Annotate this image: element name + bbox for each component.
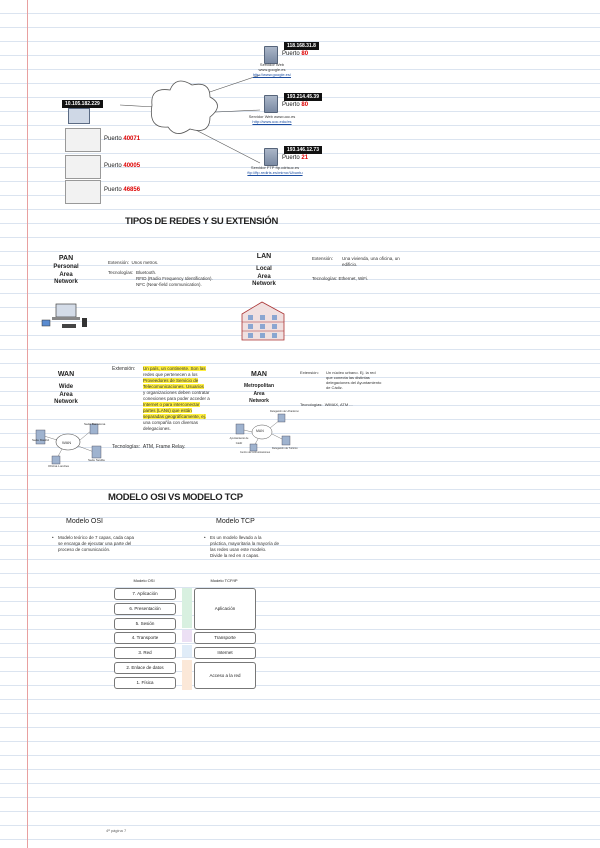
tcp-col-header: Modelo TCP/IP bbox=[210, 578, 238, 583]
server-icon bbox=[264, 148, 278, 166]
osi-layer: 2. Enlace de datos bbox=[114, 662, 176, 674]
cloud-icon bbox=[150, 80, 218, 134]
client-port: Puerto 40071 bbox=[104, 136, 141, 142]
client-pc-icon bbox=[68, 108, 90, 124]
man-diagram-icon bbox=[235, 413, 291, 452]
building-icon bbox=[241, 301, 285, 341]
osi-layer: 7. Aplicación bbox=[114, 588, 176, 600]
osi-heading: Modelo OSI bbox=[66, 518, 103, 525]
osi-col-header: Modelo OSI bbox=[133, 578, 155, 583]
man-diagram-label: Delegación de Turismo bbox=[272, 447, 298, 450]
wan-diagram-label: WAN bbox=[62, 440, 72, 445]
wan-diagram-icon bbox=[35, 423, 102, 465]
client-ip-badge: 10.105.182.229 bbox=[62, 100, 103, 108]
osi-layer: 3. Red bbox=[114, 647, 176, 659]
network-connections bbox=[119, 74, 261, 164]
osi-layer: 4. Transporte bbox=[114, 632, 176, 644]
man-diagram-label: Delegación de Urbanismo bbox=[270, 410, 299, 413]
section-title: MODELO OSI VS MODELO TCP bbox=[108, 492, 243, 503]
wan-diagram-label: Sede Sevilla bbox=[88, 458, 105, 462]
server-ip-badge: 193.214.45.39 bbox=[284, 93, 322, 101]
pan-extension: Extensión: Unos metros. bbox=[108, 260, 159, 265]
server-icon bbox=[264, 95, 278, 113]
server-link[interactable]: http://www.uoc.edu/es bbox=[252, 119, 292, 124]
client-port: Puerto 40005 bbox=[104, 163, 141, 169]
tcp-heading: Modelo TCP bbox=[216, 518, 255, 525]
server-link[interactable]: http://www.google.es/ bbox=[252, 72, 292, 77]
section-title: TIPOS DE REDES Y SU EXTENSIÓN bbox=[125, 216, 279, 227]
server-ip-badge: 118.168.31.8 bbox=[284, 42, 319, 50]
osi-layer: 6. Presentación bbox=[114, 603, 176, 615]
server-port: Puerto 80 bbox=[282, 51, 309, 57]
osi-tcp-table: Modelo OSI Modelo TCP/IP 7. Aplicación 6… bbox=[108, 578, 258, 692]
tcp-layer: Internet bbox=[194, 647, 256, 659]
browser-thumbnail-icon bbox=[65, 180, 101, 204]
man-diagram-label: Centro de Comunicaciones bbox=[240, 451, 271, 454]
page-footer: 4ª página 7 bbox=[106, 828, 127, 833]
lan-tech: Tecnologías: Ethernet, WiFi. bbox=[312, 276, 369, 281]
server-icon bbox=[264, 46, 278, 64]
man-extension-label: Extensión: bbox=[300, 370, 319, 375]
man-tech: Tecnologías: WiMAX, ATM ... bbox=[300, 402, 353, 407]
tcp-layer: Aplicación bbox=[194, 588, 256, 630]
server-link[interactable]: ftp://ftp.rediris.es/mirror/Ubuntu bbox=[247, 170, 303, 175]
server-port: Puerto 80 bbox=[282, 102, 309, 108]
wan-tech: Tecnologías: ATM, Frame Relay. bbox=[112, 444, 186, 450]
pan-tech: Tecnologías: Bluetooth.RFID (Radio Frequ… bbox=[108, 270, 213, 287]
tcp-layer: Transporte bbox=[194, 632, 256, 644]
pan-devices-icon bbox=[41, 303, 87, 328]
server-ip-badge: 193.146.12.73 bbox=[284, 146, 322, 154]
margin-line bbox=[27, 0, 28, 848]
browser-thumbnail-icon bbox=[65, 128, 101, 152]
man-diagram-label: Ayuntamiento de Cádiz bbox=[229, 437, 249, 445]
osi-layer: 5. Sesión bbox=[114, 618, 176, 630]
client-port: Puerto 46856 bbox=[104, 187, 141, 193]
wan-diagram-label: Oficina Londres bbox=[48, 464, 70, 468]
man-diagram-label: MAN bbox=[256, 429, 264, 433]
wan-extension: Un país, un continente. Son las redes qu… bbox=[143, 366, 210, 431]
osi-layer: 1. Física bbox=[114, 677, 176, 689]
browser-thumbnail-icon bbox=[65, 155, 101, 179]
server-port: Puerto 21 bbox=[282, 155, 309, 161]
lan-extension: Extensión: Una vivienda, una oficina, un… bbox=[312, 256, 400, 267]
wan-diagram-label: Sede Madrid bbox=[32, 438, 50, 442]
wan-diagram-label: Sede Barcelona bbox=[84, 422, 106, 426]
tcp-layer: Acceso a la red bbox=[194, 662, 256, 689]
wan-extension-label: Extensión: bbox=[112, 366, 136, 372]
